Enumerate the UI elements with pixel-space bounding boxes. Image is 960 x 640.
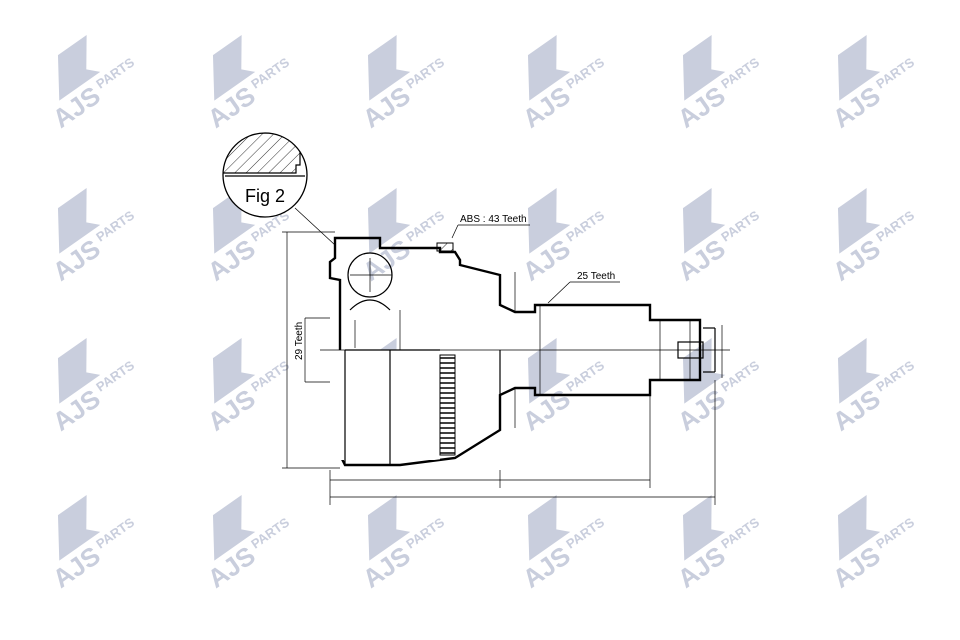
- svg-text:AJS: AJS: [202, 80, 261, 134]
- svg-text:PARTS: PARTS: [873, 514, 917, 551]
- svg-text:AJS: AJS: [47, 383, 106, 437]
- svg-text:PARTS: PARTS: [403, 207, 447, 244]
- svg-text:PARTS: PARTS: [718, 514, 762, 551]
- svg-text:PARTS: PARTS: [873, 207, 917, 244]
- abs-teeth-label: ABS : 43 Teeth: [460, 214, 527, 225]
- svg-text:PARTS: PARTS: [873, 54, 917, 91]
- svg-text:AJS: AJS: [672, 233, 731, 287]
- svg-text:AJS: AJS: [827, 383, 886, 437]
- svg-text:PARTS: PARTS: [93, 357, 137, 394]
- svg-text:AJS: AJS: [672, 80, 731, 134]
- svg-text:AJS: AJS: [202, 383, 261, 437]
- svg-text:PARTS: PARTS: [248, 54, 292, 91]
- svg-text:AJS: AJS: [47, 80, 106, 134]
- svg-text:PARTS: PARTS: [718, 207, 762, 244]
- svg-text:AJS: AJS: [47, 233, 106, 287]
- svg-text:PARTS: PARTS: [248, 357, 292, 394]
- svg-text:AJS: AJS: [827, 540, 886, 594]
- svg-text:AJS: AJS: [357, 80, 416, 134]
- svg-text:AJS: AJS: [517, 233, 576, 287]
- svg-text:PARTS: PARTS: [403, 54, 447, 91]
- svg-text:PARTS: PARTS: [873, 357, 917, 394]
- svg-text:AJS: AJS: [357, 540, 416, 594]
- svg-text:AJS: AJS: [827, 233, 886, 287]
- svg-text:PARTS: PARTS: [563, 207, 607, 244]
- dimension-lines: [282, 224, 723, 505]
- svg-text:AJS: AJS: [47, 540, 106, 594]
- inner-spline-label: 29 Teeth: [294, 322, 305, 360]
- fig-2-detail: Fig 2: [222, 132, 336, 246]
- svg-text:PARTS: PARTS: [93, 54, 137, 91]
- svg-text:PARTS: PARTS: [563, 54, 607, 91]
- svg-text:PARTS: PARTS: [718, 54, 762, 91]
- svg-text:PARTS: PARTS: [248, 514, 292, 551]
- cv-joint-outline: [320, 236, 730, 467]
- svg-text:PARTS: PARTS: [718, 357, 762, 394]
- svg-text:AJS: AJS: [672, 540, 731, 594]
- svg-text:PARTS: PARTS: [563, 357, 607, 394]
- svg-text:PARTS: PARTS: [403, 514, 447, 551]
- svg-text:AJS: AJS: [202, 540, 261, 594]
- svg-text:AJS: AJS: [517, 80, 576, 134]
- svg-text:AJS: AJS: [517, 540, 576, 594]
- svg-text:AJS: AJS: [672, 383, 731, 437]
- fig-label: Fig 2: [245, 186, 285, 206]
- outer-spline-label: 25 Teeth: [577, 271, 615, 282]
- svg-text:AJS: AJS: [517, 383, 576, 437]
- svg-text:AJS: AJS: [202, 233, 261, 287]
- watermark-grid: AJSPARTSAJSPARTSAJSPARTSAJSPARTSAJSPARTS…: [47, 35, 917, 594]
- svg-text:PARTS: PARTS: [93, 207, 137, 244]
- svg-text:PARTS: PARTS: [93, 514, 137, 551]
- svg-text:PARTS: PARTS: [563, 514, 607, 551]
- svg-text:AJS: AJS: [827, 80, 886, 134]
